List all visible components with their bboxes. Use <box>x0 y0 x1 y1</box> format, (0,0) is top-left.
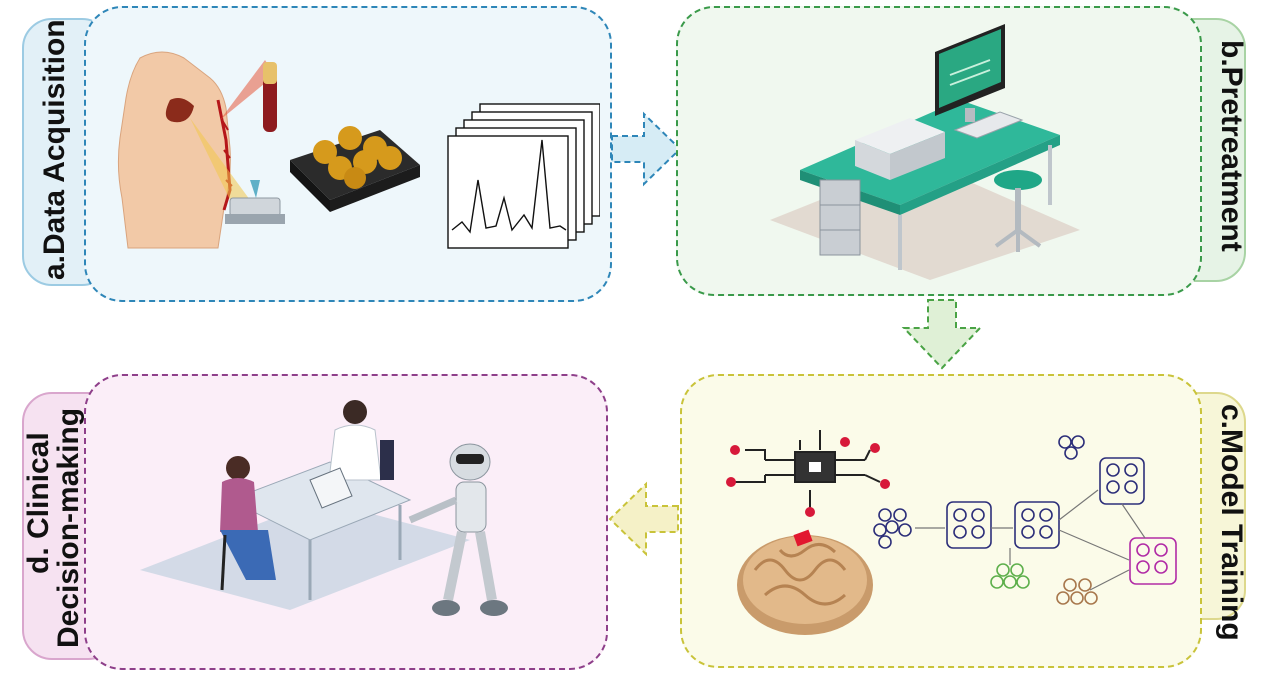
brain-icon <box>737 529 873 635</box>
doctor-figure-icon <box>328 400 394 481</box>
arrow-down <box>901 299 983 370</box>
desk-monitor-icon <box>309 467 353 509</box>
analyzer-device-icon <box>225 180 285 224</box>
arrow-left <box>608 481 679 557</box>
spectra-stack-icon <box>447 103 600 249</box>
robot-figure-icon <box>408 443 508 616</box>
stage-label-pretreatment: b.Pretreatment <box>1215 40 1248 252</box>
stage-label-model-training: c.Model Training <box>1215 404 1248 641</box>
blood-tube-icon <box>263 62 277 132</box>
model-training-illustration <box>726 430 1177 635</box>
data-acquisition-illustration <box>117 51 600 249</box>
stage-label-data-acquisition: a.Data Acquisition <box>38 19 71 280</box>
keyboard-icon <box>953 111 1024 139</box>
stage-label-clinical-line2: Decision-making <box>52 407 85 648</box>
human-body-icon <box>117 51 233 249</box>
lab-stool-icon <box>994 170 1042 252</box>
arrow-right <box>611 111 682 187</box>
monitor-icon <box>935 24 1005 122</box>
patient-figure-icon <box>220 456 276 591</box>
nanoparticle-plate-icon <box>290 126 420 212</box>
pretreatment-illustration <box>770 24 1080 280</box>
stage-label-clinical-line1: d. Clinical <box>22 432 55 574</box>
neural-network-icon <box>873 435 1177 605</box>
analyzer-machine-icon <box>855 118 945 180</box>
clinical-decision-illustration <box>140 400 508 616</box>
circuit-node-icons <box>726 437 890 517</box>
chip-circuit-icon <box>735 430 881 508</box>
